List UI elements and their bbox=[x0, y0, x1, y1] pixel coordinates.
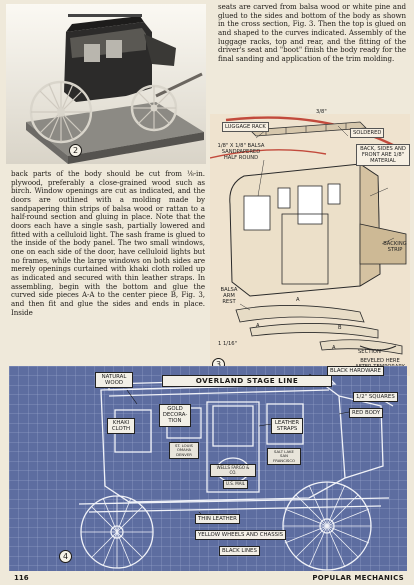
label-dimension-top: 3/8" bbox=[316, 109, 327, 115]
label-leather-straps: LEATHER STRAPS bbox=[271, 418, 303, 435]
label-part-a-1: A bbox=[296, 297, 300, 303]
figure-number-2: 2 bbox=[69, 144, 82, 157]
body-text-left-column: back parts of the body should be cut fro… bbox=[11, 169, 205, 317]
label-red-body: RED BODY bbox=[349, 408, 384, 419]
label-natural-wood: NATURAL WOOD bbox=[95, 372, 133, 389]
label-dimension-bottom: 1 1/16" bbox=[218, 341, 237, 347]
stagecoach-model-photo: 2 bbox=[6, 4, 206, 164]
label-part-a-2: A bbox=[256, 323, 260, 329]
page-number: 116 bbox=[14, 574, 29, 582]
overland-stage-line-banner: OVERLAND STAGE LINE bbox=[162, 375, 332, 387]
label-material: BACK, SIDES AND FRONT ARE 1/8" MATERIAL bbox=[356, 144, 410, 166]
label-thin-leather: THIN LEATHER bbox=[195, 514, 240, 525]
body-construction-diagram: LUGGAGE RACK SOLDERED 3/8" 1/8" X 1/8" B… bbox=[210, 109, 410, 376]
label-squares: 1/2" SQUARES bbox=[353, 392, 398, 403]
label-black-lines: BLACK LINES bbox=[219, 546, 260, 557]
door-us-mail-text: U.S. MAIL bbox=[223, 480, 248, 489]
label-balsa-half-round: 1/8" X 1/8" BALSA SANDPAPERED HALF ROUND bbox=[217, 143, 265, 161]
label-gold-decoration: GOLD DECORA-TION bbox=[159, 404, 191, 427]
label-section: SECTION bbox=[358, 349, 381, 355]
label-soldered: SOLDERED bbox=[350, 128, 385, 138]
label-yellow-wheels: YELLOW WHEELS AND CHASSIS bbox=[195, 530, 287, 541]
label-part-b: B bbox=[338, 325, 342, 331]
label-luggage-rack: LUGGAGE RACK bbox=[222, 122, 269, 132]
panel-text-right: SALT LAKE SAN FRANCISCO bbox=[267, 448, 301, 466]
label-khaki-cloth: KHAKI CLOTH bbox=[107, 418, 135, 435]
page-footer: 116 POPULAR MECHANICS bbox=[14, 573, 404, 583]
panel-text-left: ST. LOUIS OMAHA DENVER bbox=[169, 442, 199, 460]
label-balsa-arm-rest: BALSA ARM REST bbox=[220, 287, 238, 305]
body-text-right-column: seats are carved from balsa wood or whit… bbox=[218, 2, 406, 63]
figure-number-4: 4 bbox=[59, 550, 72, 563]
label-black-hardware: BLACK HARDWARE bbox=[327, 366, 384, 377]
label-part-a-3: A bbox=[332, 345, 336, 351]
label-backing-strip: BACKING STRIP bbox=[383, 241, 407, 253]
magazine-name: POPULAR MECHANICS bbox=[312, 574, 404, 582]
stagecoach-blueprint-drawing: NATURAL WOOD GOLD DECORA-TION KHAKI CLOT… bbox=[9, 366, 407, 571]
door-emblem-text: WELLS FARGO & CO. bbox=[210, 464, 256, 478]
